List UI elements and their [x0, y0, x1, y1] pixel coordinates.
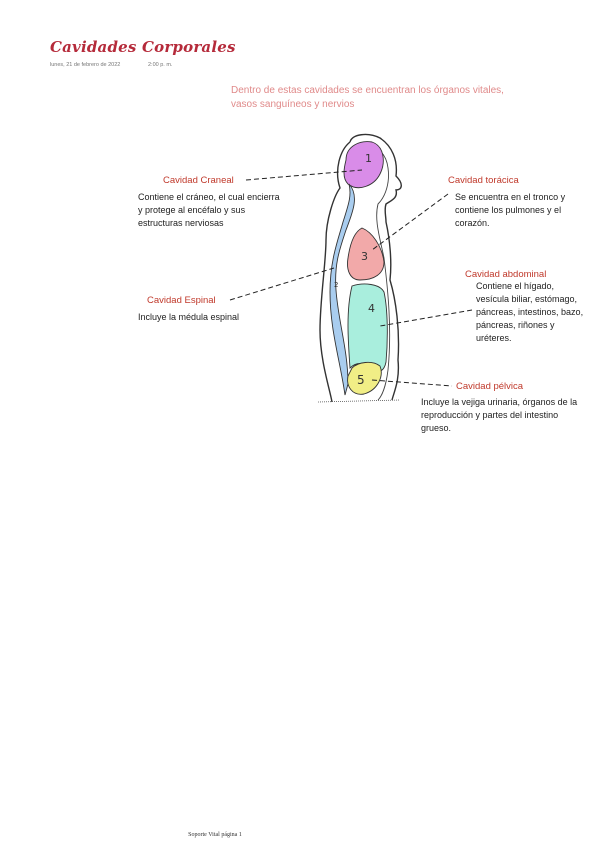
- label-toracica-desc: Se encuentra en el tronco y contiene los…: [455, 192, 566, 228]
- pelvic-cavity: [347, 361, 382, 395]
- page-title: Cavidades Corporales: [50, 38, 236, 56]
- base-line: [317, 399, 401, 403]
- label-espinal-title: Cavidad Espinal: [147, 295, 216, 306]
- label-toracica-title: Cavidad torácica: [448, 175, 519, 186]
- page-footer: Soporte Vital página 1: [188, 832, 242, 838]
- intro-text: Dentro de estas cavidades se encuentran …: [231, 85, 504, 110]
- label-espinal-desc: Incluye la médula espinal: [138, 312, 240, 322]
- cavity-number-5: 5: [357, 373, 365, 387]
- cranial-cavity: [343, 141, 384, 188]
- connector-pelvica: [371, 379, 453, 387]
- body-outline: [319, 133, 402, 403]
- cavity-number-1: 1: [365, 152, 372, 165]
- spinal-cavity: [329, 183, 355, 396]
- abdominal-cavity: [347, 283, 388, 372]
- connector-abdominal: [379, 309, 473, 327]
- cavity-number-2: 2: [334, 281, 338, 289]
- page-time: 2:00 p. m.: [148, 62, 173, 68]
- label-craneal-title: Cavidad Craneal: [163, 175, 234, 186]
- label-pelvica-title: Cavidad pélvica: [456, 381, 524, 392]
- connector-espinal: [229, 267, 335, 301]
- page-date: lunes, 21 de febrero de 2022: [50, 62, 121, 68]
- thoracic-cavity: [347, 227, 385, 281]
- cavity-number-3: 3: [361, 250, 368, 263]
- body-outline-inner: [355, 143, 391, 401]
- connector-craneal: [245, 169, 363, 181]
- cavity-number-4: 4: [368, 302, 375, 315]
- label-craneal-desc: Contiene el cráneo, el cual encierra y p…: [138, 192, 280, 228]
- connector-toracica: [371, 193, 449, 251]
- label-pelvica-desc: Incluye la vejiga urinaria, órganos de l…: [421, 397, 578, 433]
- label-abdominal-title: Cavidad abdominal: [465, 269, 547, 280]
- label-abdominal-desc: Contiene el hígado, vesícula biliar, est…: [476, 281, 584, 343]
